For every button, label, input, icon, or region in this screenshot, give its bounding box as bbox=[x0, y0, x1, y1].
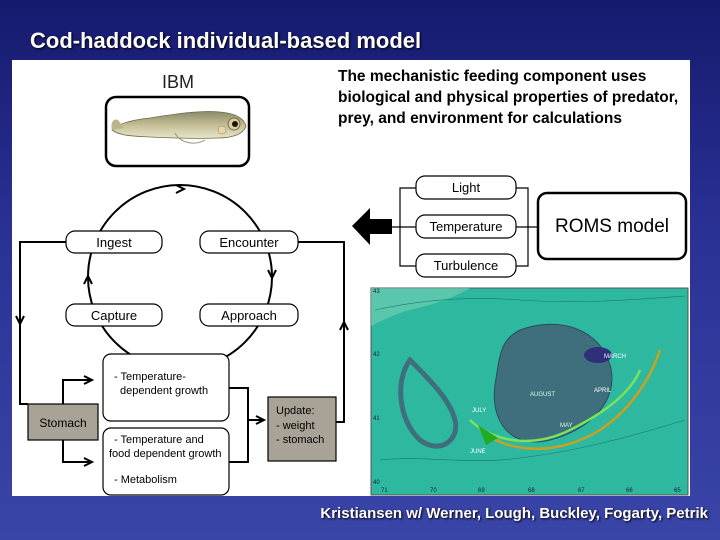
stomach-to-growth-line bbox=[62, 379, 90, 404]
capture-box bbox=[65, 303, 163, 327]
turbulence-label: Turbulence bbox=[434, 258, 499, 273]
fish-larva-icon bbox=[111, 111, 247, 144]
cycle-arrow-left bbox=[83, 273, 93, 285]
cycle-arrow-right bbox=[267, 269, 277, 281]
map-label-april: APRIL bbox=[594, 388, 612, 394]
slide-title: Cod-haddock individual-based model bbox=[30, 28, 422, 53]
georges-bank-map: JULY JUNE AUGUST MAY APRIL MARCH 43 42 4… bbox=[370, 287, 689, 496]
capture-label: Capture bbox=[91, 308, 137, 323]
food-line3: - Metabolism bbox=[114, 474, 177, 486]
ingest-label: Ingest bbox=[96, 235, 132, 250]
map-lon-67: 67 bbox=[578, 488, 585, 494]
map-contour-1 bbox=[374, 295, 686, 311]
update-line3: - stomach bbox=[276, 434, 324, 446]
map-lon-65: 65 bbox=[674, 488, 681, 494]
temperature-label: Temperature bbox=[430, 219, 503, 234]
update-line2: - weight bbox=[276, 420, 315, 432]
june-marker bbox=[478, 425, 498, 445]
loop-line-right bbox=[298, 241, 345, 423]
georges-bank-shape bbox=[493, 323, 613, 443]
food-to-update-line bbox=[229, 420, 249, 463]
growth-line1: - Temperature- bbox=[114, 371, 186, 383]
map-lon-69: 69 bbox=[478, 488, 485, 494]
to-update-arrow bbox=[255, 415, 267, 425]
map-contour-2 bbox=[379, 419, 686, 461]
map-label-may: MAY bbox=[560, 423, 573, 429]
growth-to-update-line bbox=[229, 387, 262, 421]
july-loop bbox=[398, 356, 459, 449]
update-box bbox=[267, 396, 337, 462]
map-coast bbox=[371, 288, 470, 326]
feeding-cycle-circle bbox=[87, 184, 273, 370]
map-lat-40: 40 bbox=[373, 480, 380, 486]
map-lon-68: 68 bbox=[528, 488, 535, 494]
march-area bbox=[584, 347, 612, 363]
big-left-arrow-icon bbox=[352, 208, 392, 245]
ibm-label: IBM bbox=[162, 72, 194, 92]
cycle-arrow-top bbox=[175, 184, 187, 194]
description-text: The mechanistic feeding component uses b… bbox=[338, 68, 679, 127]
roms-label: ROMS model bbox=[555, 216, 669, 237]
roms-box bbox=[536, 191, 688, 261]
growth-line2: dependent growth bbox=[120, 385, 208, 397]
stomach-to-food-line bbox=[62, 440, 90, 463]
map-label-august: AUGUST bbox=[530, 392, 555, 398]
approach-label: Approach bbox=[221, 308, 277, 323]
migration-path-yellow bbox=[479, 349, 662, 450]
map-label-july: JULY bbox=[472, 408, 486, 414]
loop-arrow-right bbox=[339, 319, 349, 331]
food-line1: - Temperature and bbox=[114, 434, 204, 446]
encounter-label: Encounter bbox=[219, 235, 279, 250]
map-lat-43: 43 bbox=[373, 289, 380, 295]
stomach-box bbox=[27, 403, 99, 441]
map-lon-70: 70 bbox=[430, 488, 437, 494]
map-lat-42: 42 bbox=[373, 352, 380, 358]
food-line2: food dependent growth bbox=[109, 448, 222, 460]
credit-line: Kristiansen w/ Werner, Lough, Buckley, F… bbox=[320, 505, 708, 522]
update-line1: Update: bbox=[276, 405, 315, 417]
light-label: Light bbox=[452, 180, 481, 195]
loop-arrow-left bbox=[15, 315, 25, 327]
stomach-label: Stomach bbox=[39, 416, 86, 430]
map-lon-71: 71 bbox=[381, 488, 388, 494]
stomach-to-growth-arrow bbox=[83, 375, 95, 385]
map-label-march: MARCH bbox=[604, 354, 626, 360]
map-lat-41: 41 bbox=[373, 416, 380, 422]
map-label-june: JUNE bbox=[470, 449, 486, 455]
approach-box bbox=[199, 303, 299, 327]
loop-line-left bbox=[19, 241, 66, 405]
map-lon-66: 66 bbox=[626, 488, 633, 494]
stomach-to-food-arrow bbox=[83, 457, 95, 467]
